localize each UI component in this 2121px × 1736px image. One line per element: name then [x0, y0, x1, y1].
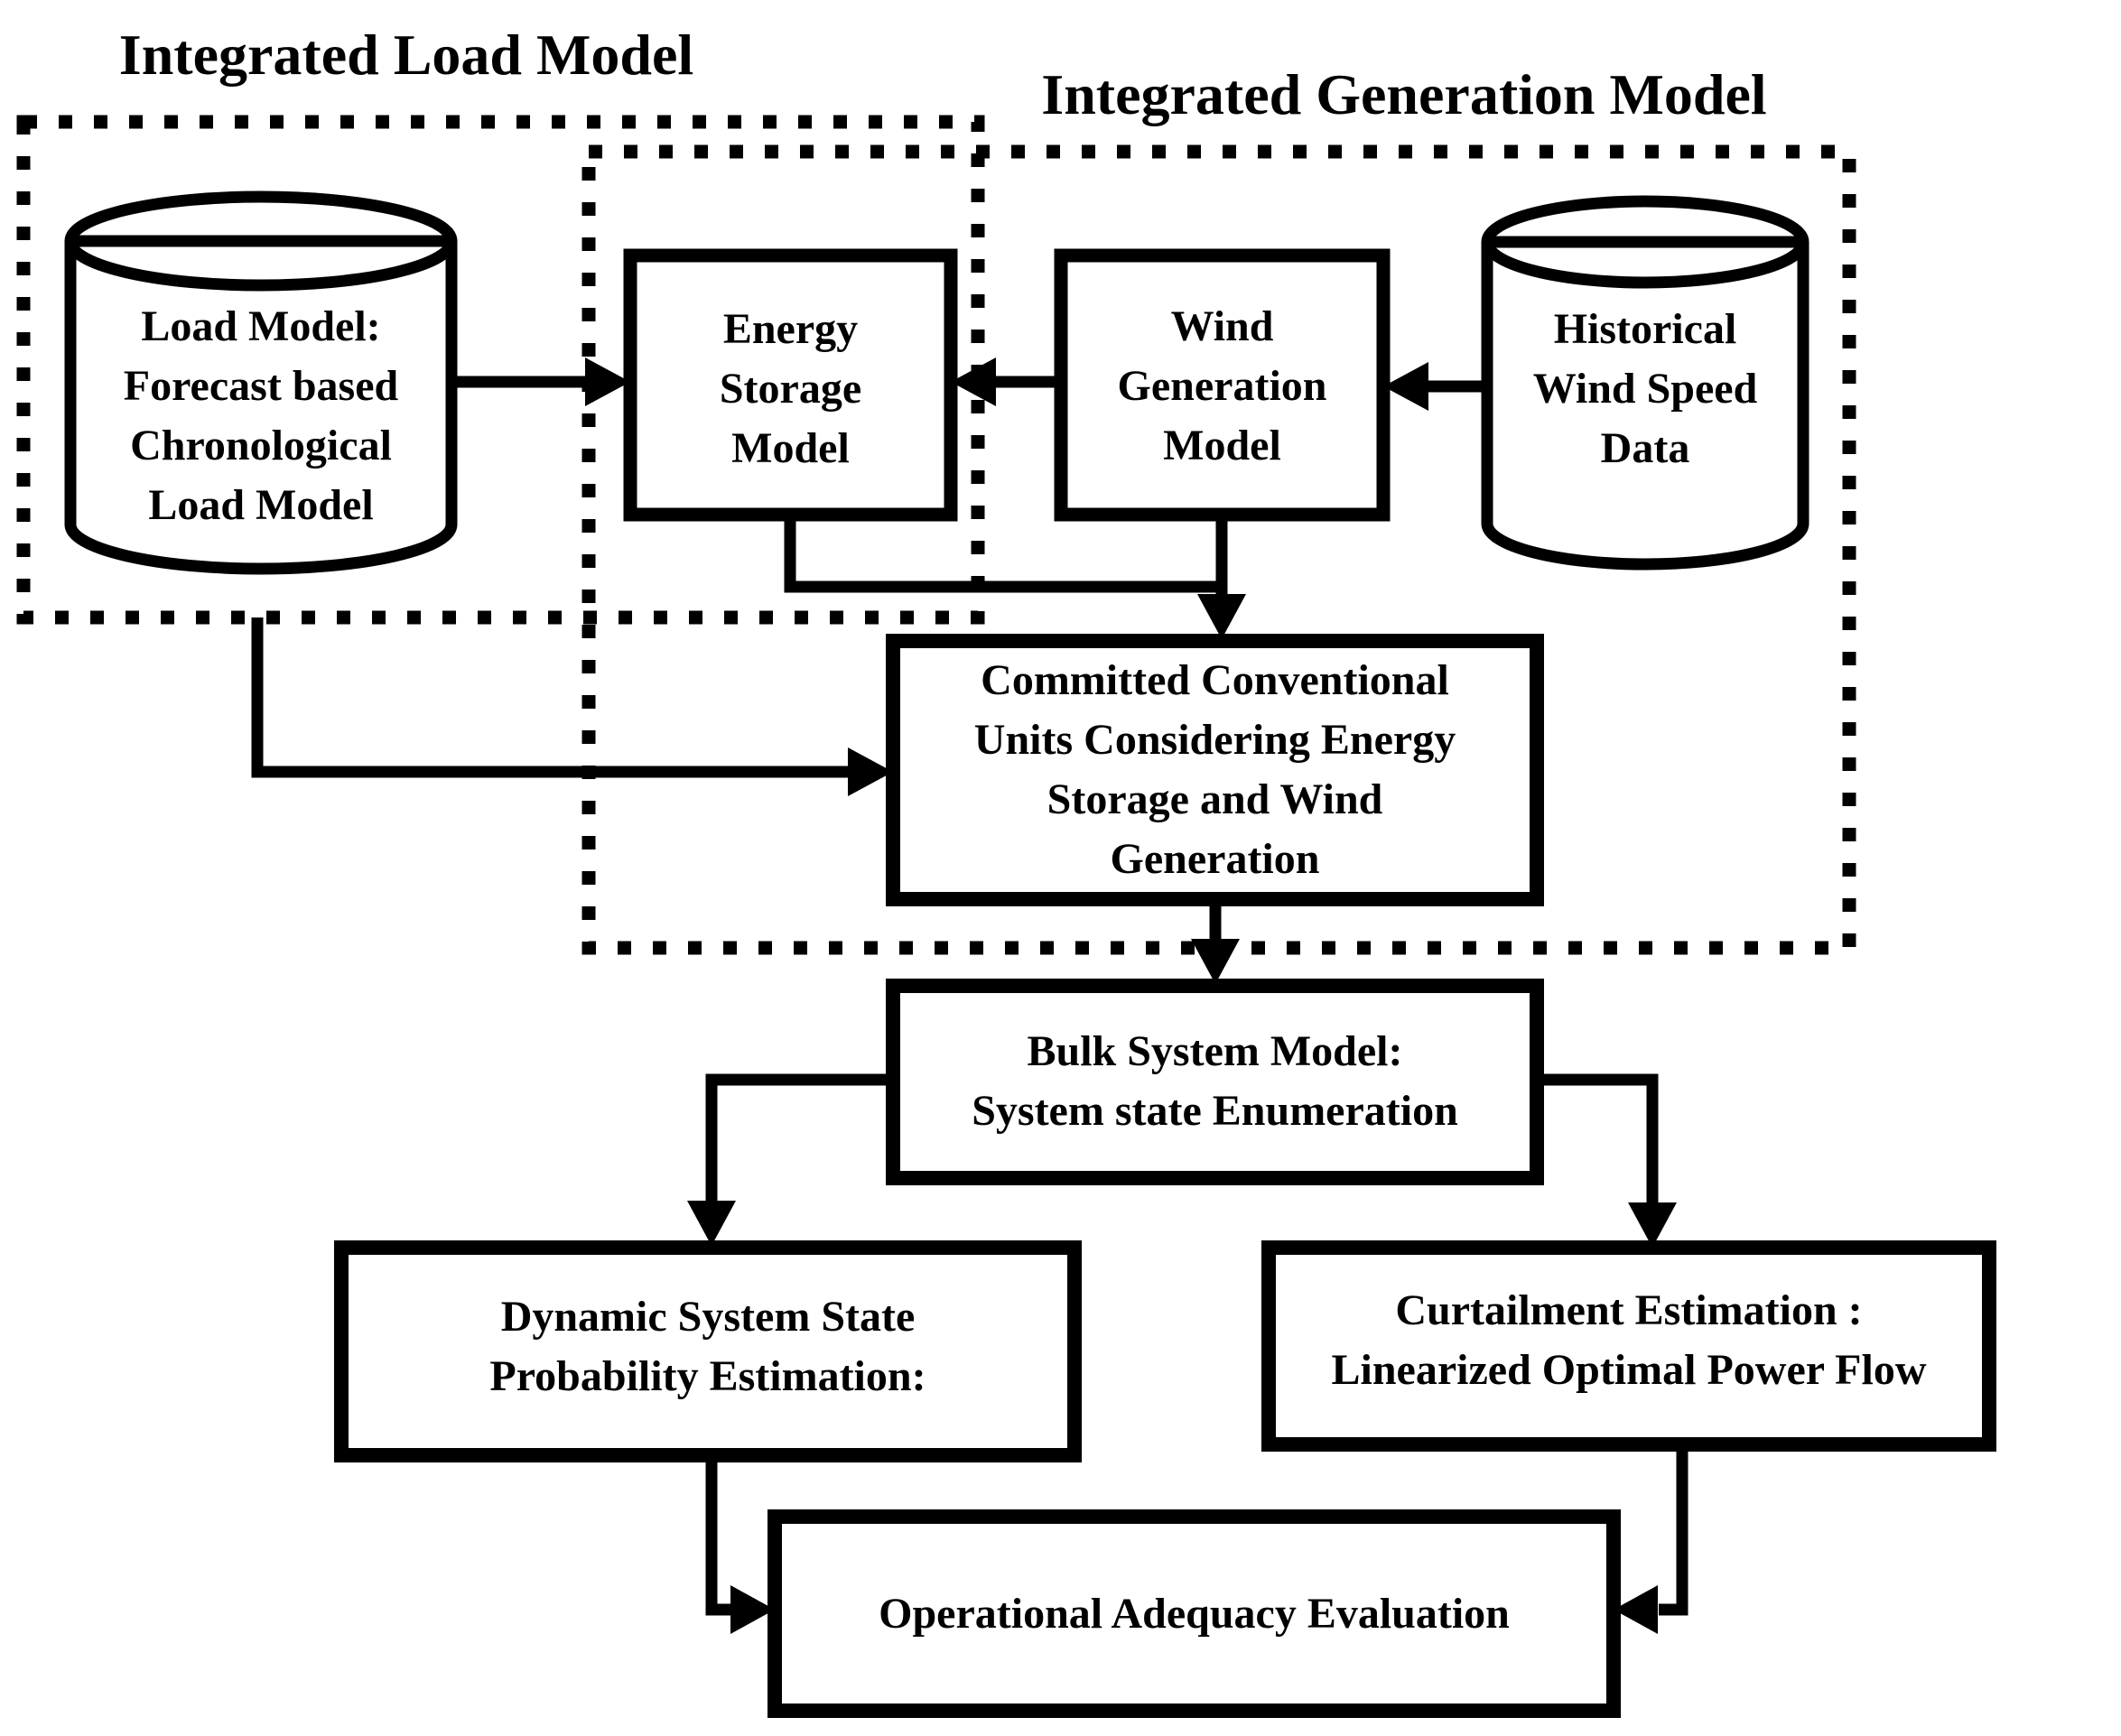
load-model-cylinder-body	[64, 241, 458, 575]
edge-loadbox-to-committed	[251, 617, 850, 778]
integrated-generation-model-title: Integrated Generation Model	[1041, 62, 1767, 126]
committed-units-label: Committed Conventional Units Considering…	[973, 656, 1456, 883]
edge-dynamic-to-operational	[705, 1455, 732, 1616]
arrowhead-into-energy-left	[585, 357, 630, 406]
historical-wind-cylinder-body	[1481, 242, 1809, 571]
load-model-cylinder	[64, 190, 458, 575]
edge-bulk-to-dynamic	[705, 1073, 893, 1202]
historical-wind-cylinder	[1481, 195, 1809, 571]
arrowhead-into-bulk	[1191, 939, 1240, 984]
arrowhead-into-wind	[1383, 362, 1428, 411]
arrowhead-into-operational-left	[730, 1585, 775, 1634]
edge-bulk-to-curtailment	[1537, 1073, 1659, 1204]
wind-generation-label: Wind Generation Model	[1117, 302, 1327, 469]
operational-label: Operational Adequacy Evaluation	[879, 1589, 1510, 1638]
node-boxes	[334, 248, 1996, 1718]
edge-arrowheads	[585, 357, 1677, 1634]
operational-box	[767, 1509, 1621, 1718]
load-model-label: Load Model: Forecast based Chronological…	[123, 302, 399, 529]
dynamic-state-box	[334, 1240, 1082, 1462]
dynamic-state-label: Dynamic System State Probability Estimat…	[489, 1293, 926, 1400]
historical-wind-label: Historical Wind Speed Data	[1532, 304, 1758, 472]
wind-generation-box	[1054, 248, 1391, 522]
energy-storage-box	[623, 248, 958, 522]
curtailment-label: Curtailment Estimation : Linearized Opti…	[1331, 1286, 1927, 1394]
edge-curtailment-to-operational	[1659, 1444, 1688, 1616]
arrowhead-into-committed-top	[1197, 594, 1246, 639]
arrowhead-into-dynamic	[687, 1201, 736, 1246]
integrated-load-model-title: Integrated Load Model	[118, 23, 694, 87]
edge-lines	[251, 376, 1688, 1616]
bulk-system-label: Bulk System Model: System state Enumerat…	[972, 1027, 1458, 1135]
bulk-system-box	[886, 979, 1544, 1185]
energy-storage-label: Energy Storage Model	[719, 304, 862, 472]
arrowhead-into-operational-right	[1614, 1585, 1658, 1634]
curtailment-box	[1261, 1240, 1996, 1452]
arrowhead-into-committed-left	[848, 747, 893, 796]
committed-units-box	[886, 634, 1544, 906]
arrowhead-into-energy-right	[951, 357, 996, 406]
edge-energy-to-junction	[784, 515, 1222, 593]
arrowhead-into-curtailment	[1628, 1202, 1677, 1248]
